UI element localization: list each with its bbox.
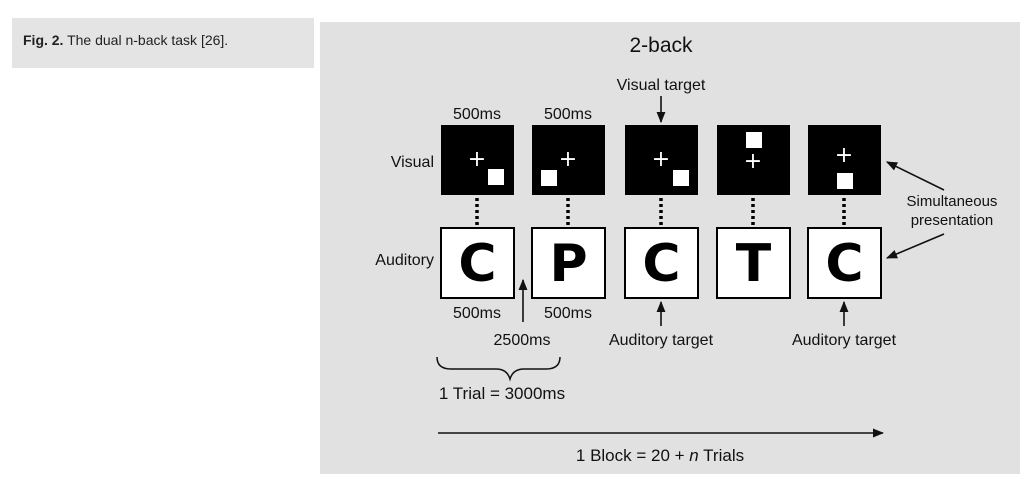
visual-target-label: Visual target: [617, 77, 706, 94]
auditory-target-label-1: Auditory target: [609, 332, 714, 349]
caption-text: The dual n-back task [26].: [67, 32, 229, 48]
svg-text:+: +: [652, 147, 670, 172]
svg-text:C: C: [458, 234, 496, 294]
visual-stimulus-4: +: [717, 125, 790, 195]
interval-label: 2500ms: [494, 332, 551, 349]
visual-stimulus-2: +: [532, 125, 605, 195]
svg-text:+: +: [468, 147, 486, 172]
block-label-prefix: 1 Block = 20 +: [576, 446, 689, 465]
svg-text:+: +: [835, 143, 853, 168]
svg-text:+: +: [559, 147, 577, 172]
simultaneous-label-line-2: presentation: [911, 212, 994, 229]
auditory-stimulus-3: C: [624, 227, 699, 299]
auditory-stimulus-2: P: [531, 227, 606, 299]
figure-caption: Fig. 2. The dual n-back task [26].: [12, 18, 314, 68]
figure-panel: 2-back Visual target 500ms 500ms Visual …: [320, 22, 1020, 474]
auditory-stimulus-5: C: [807, 227, 882, 299]
simultaneous-arrow-auditory: [885, 233, 945, 259]
trial-label: 1 Trial = 3000ms: [439, 384, 565, 403]
svg-text:C: C: [825, 234, 863, 294]
block-label-n: n: [689, 446, 698, 465]
visual-stimulus-1: +: [441, 125, 514, 195]
svg-text:+: +: [744, 149, 762, 174]
simultaneous-arrow-visual: [885, 161, 945, 191]
top-duration-2: 500ms: [544, 106, 592, 123]
bottom-duration-2: 500ms: [544, 305, 592, 322]
svg-text:C: C: [642, 234, 680, 294]
simultaneity-connectors: [475, 198, 846, 228]
block-label-suffix: Trials: [699, 446, 744, 465]
auditory-row-label: Auditory: [375, 252, 434, 269]
svg-text:T: T: [736, 234, 772, 294]
visual-stimulus-5: +: [808, 125, 881, 195]
trial-brace: [436, 356, 561, 382]
svg-text:P: P: [549, 234, 587, 294]
auditory-stimulus-1: C: [440, 227, 515, 299]
simultaneous-label-line-1: Simultaneous: [907, 193, 998, 210]
auditory-target-label-2: Auditory target: [792, 332, 897, 349]
caption-label: Fig. 2.: [23, 32, 64, 48]
bottom-duration-1: 500ms: [453, 305, 501, 322]
block-label: 1 Block = 20 + n Trials: [576, 446, 744, 465]
auditory-stimulus-4: T: [716, 227, 791, 299]
diagram-title: 2-back: [629, 34, 693, 57]
visual-stimulus-3: +: [625, 125, 698, 195]
visual-row-label: Visual: [391, 154, 434, 171]
top-duration-1: 500ms: [453, 106, 501, 123]
dual-n-back-diagram: 2-back Visual target 500ms 500ms Visual …: [375, 34, 998, 465]
